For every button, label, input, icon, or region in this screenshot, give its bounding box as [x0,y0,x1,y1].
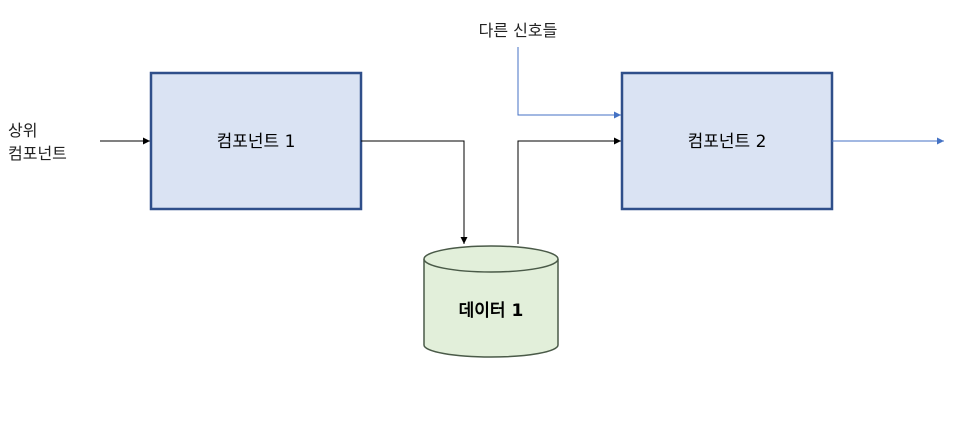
other-signals-label: 다른 신호들 [479,21,558,40]
component2-node[interactable]: 컴포넌트 2 [620,71,834,211]
data1-label: 데이터 1 [459,301,524,321]
component1-node[interactable]: 컴포넌트 1 [149,71,363,211]
edge-data1-to-component2 [517,137,621,244]
component2-label: 컴포넌트 2 [688,132,767,152]
edge-component1-to-data1 [361,140,468,244]
data1-cylinder-top [423,245,559,273]
component1-label: 컴포넌트 1 [217,132,296,152]
upstream-label-line2: 컴포넌트 [8,144,67,163]
upstream-label-line1: 상위 [8,121,37,140]
data1-cylinder-body [423,259,559,358]
data1-node[interactable]: 데이터 1 [423,245,559,358]
component2-box [620,71,834,211]
edge-other-signals-to-component2 [517,47,621,119]
